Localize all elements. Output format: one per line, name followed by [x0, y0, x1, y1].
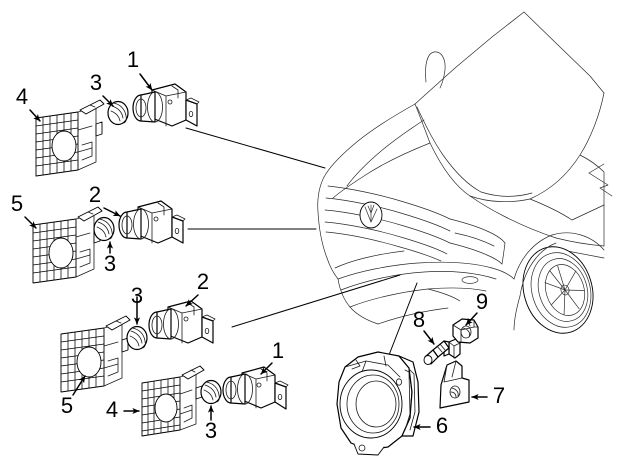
part-sensor-housing-bracket-right-top: [35, 99, 105, 177]
vw-logo: [359, 201, 383, 229]
part-sensor-retaining-ring-bottom: [200, 379, 222, 405]
arrow-5-mid: [24, 216, 37, 229]
part-sensor-retaining-ring-low: [126, 325, 148, 351]
callout-arrows: [24, 73, 488, 431]
part-sensor-housing-bracket-right-low: [141, 365, 205, 437]
arrow-2-low: [185, 294, 199, 307]
leader-foglamp-to-bumper: [388, 282, 418, 356]
leader-sensor1-to-bumper: [185, 127, 326, 169]
callout-number-3-low: 3: [131, 283, 143, 308]
callout-number-6: 6: [436, 413, 448, 438]
callout-number-8: 8: [413, 307, 425, 332]
arrow-2-mid: [103, 207, 121, 217]
callout-number-9: 9: [476, 289, 488, 314]
part-fog-lamp-assembly: [336, 351, 420, 456]
arrow-5-low: [72, 375, 86, 396]
part-fog-lamp-retaining-clip: [452, 318, 479, 344]
callout-numbers: 1 3 4 5 2 3 2 3 5 1 4 3 8 9 7 6: [11, 47, 505, 443]
part-sensor-retaining-ring-mid: [93, 216, 115, 242]
callout-number-5-mid: 5: [11, 191, 23, 216]
arrow-9: [465, 312, 478, 326]
arrow-1-low: [260, 362, 273, 375]
callout-number-3-top: 3: [90, 70, 102, 95]
part-parking-aid-sensor-outer-top: [132, 83, 200, 127]
part-parking-aid-sensor-inner-mid: [118, 200, 186, 244]
callout-number-3-bottom: 3: [205, 418, 217, 443]
arrow-1-top: [139, 73, 153, 91]
callout-number-7: 7: [493, 383, 505, 408]
arrow-8: [423, 330, 435, 345]
arrow-3-top: [102, 95, 114, 107]
callout-number-3-mid: 3: [104, 251, 116, 276]
part-fog-lamp-mounting-bolt: [423, 338, 461, 365]
arrow-4-top: [29, 109, 41, 122]
leader-lines: [185, 127, 418, 356]
part-sensor-housing-bracket-left-mid: [32, 206, 103, 284]
leader-sensor-lower-to-bumper: [231, 274, 401, 328]
callout-number-1-low: 1: [272, 338, 284, 363]
callout-number-1-top: 1: [127, 47, 139, 72]
callout-number-4-top: 4: [16, 84, 28, 109]
callout-number-2-low: 2: [197, 269, 209, 294]
callout-number-5-low: 5: [61, 393, 73, 418]
vehicle-illustration: [317, 11, 613, 334]
part-parking-aid-sensor-outer-low: [222, 366, 289, 410]
part-fog-lamp-adjusting-bracket: [439, 360, 470, 409]
part-parking-aid-sensor-inner-low: [148, 300, 216, 344]
callout-number-2-mid: 2: [89, 182, 101, 207]
part-sensor-housing-bracket-left-low: [60, 315, 131, 393]
callout-number-4-low: 4: [106, 397, 118, 422]
wheel-spokes: [544, 265, 585, 315]
